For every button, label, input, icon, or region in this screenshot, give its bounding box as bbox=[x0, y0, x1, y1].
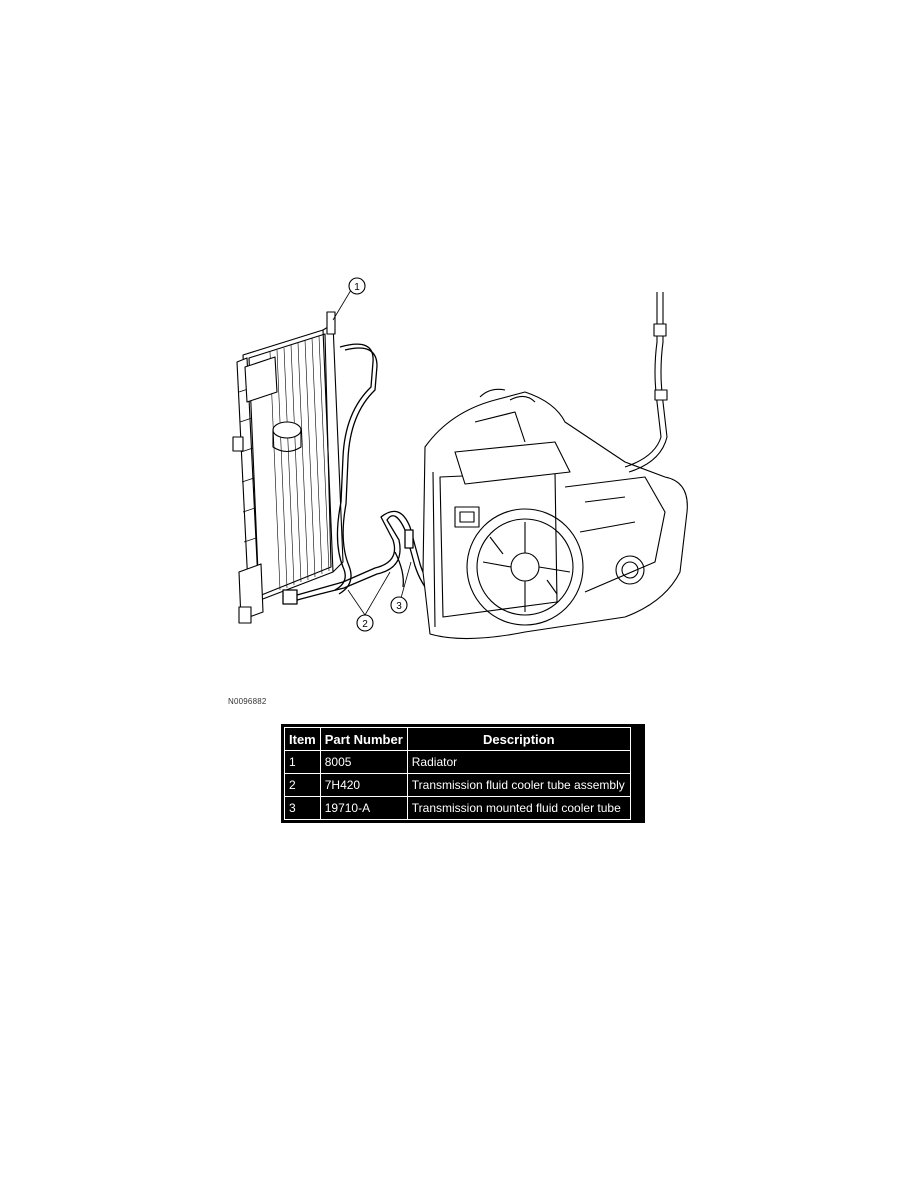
figure-code: N0096882 bbox=[228, 697, 267, 706]
cooler-tube-drawing bbox=[282, 343, 436, 605]
header-description: Description bbox=[406, 727, 631, 751]
table-row: 1 8005 Radiator bbox=[284, 750, 631, 774]
cell-description: Radiator bbox=[406, 750, 631, 774]
cell-item: 3 bbox=[284, 796, 321, 820]
cell-description: Transmission mounted fluid cooler tube bbox=[406, 796, 631, 820]
svg-text:2: 2 bbox=[362, 619, 368, 630]
cell-part-number: 7H420 bbox=[319, 773, 408, 797]
technical-illustration: 1 2 3 bbox=[232, 277, 688, 640]
header-part-number: Part Number bbox=[319, 727, 408, 751]
radiator-drawing bbox=[232, 311, 344, 624]
legend-header-row: Item Part Number Description bbox=[284, 727, 631, 751]
cell-part-number: 19710-A bbox=[319, 796, 408, 820]
table-row: 3 19710-A Transmission mounted fluid coo… bbox=[284, 796, 631, 820]
table-row: 2 7H420 Transmission fluid cooler tube a… bbox=[284, 773, 631, 797]
cell-item: 1 bbox=[284, 750, 321, 774]
callout-2: 2 bbox=[347, 571, 391, 632]
svg-text:3: 3 bbox=[396, 601, 402, 612]
cell-part-number: 8005 bbox=[319, 750, 408, 774]
callout-1: 1 bbox=[332, 277, 366, 321]
legend-table-container: Item Part Number Description 1 8005 Radi… bbox=[281, 724, 645, 823]
header-item: Item bbox=[284, 727, 321, 751]
cell-description: Transmission fluid cooler tube assembly bbox=[406, 773, 631, 797]
callout-3: 3 bbox=[390, 561, 412, 614]
transmission-drawing bbox=[422, 292, 688, 640]
svg-text:1: 1 bbox=[354, 282, 360, 293]
cell-item: 2 bbox=[284, 773, 321, 797]
legend-table: Item Part Number Description 1 8005 Radi… bbox=[284, 727, 631, 820]
